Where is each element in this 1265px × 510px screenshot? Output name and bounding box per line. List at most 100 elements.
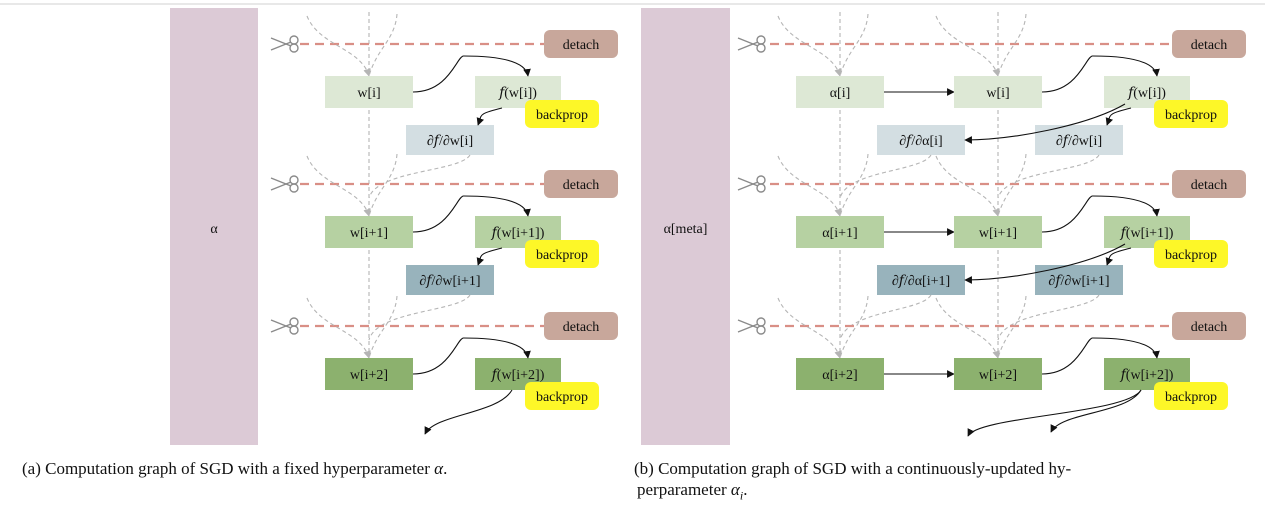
backprop-node: backprop [525,100,599,128]
alpha-node-bg [796,358,884,390]
backprop-node-bg [1154,100,1228,128]
detach-node-label: detach [563,38,600,53]
w-node-bg [954,216,1042,248]
f-node-label: 𝑓(w[i]) [498,86,537,101]
grad-w-node-bg [406,265,494,295]
grad-w-to-next-flow [997,154,1100,199]
scissors-icon-handle-bottom [289,325,299,335]
flow-curve-left [777,297,842,359]
scissors-icon-handle-top [289,35,299,45]
alpha-node-bg [796,216,884,248]
f-to-grad-w-arrow [476,247,503,266]
scissors-icon-handle-top [756,35,766,45]
w-node-label: w[i+1] [979,226,1017,241]
grad-w-node-bg [406,125,494,155]
scissors-icon-blade-bottom [737,323,759,333]
scissors-icon [737,317,766,335]
f-out-arrow [1050,389,1142,433]
detach-node-bg [544,312,618,340]
detach-node: detach [1172,170,1246,198]
w-node-label: w[i+1] [350,226,388,241]
detach-node: detach [544,30,618,58]
grad-w-node: ∂𝑓/∂w[i] [1035,125,1123,155]
scissors-icon-blade-top [270,37,292,47]
backprop-node-label: backprop [1165,248,1217,263]
backprop-node-bg [525,100,599,128]
w-to-f-arrow [1041,195,1160,233]
grad-w-node: ∂𝑓/∂w[i+1] [406,265,494,295]
backprop-node-label: backprop [536,390,588,405]
w-node: w[i] [954,76,1042,108]
backprop-node: backprop [525,240,599,268]
w-node-bg [325,358,413,390]
w-node: w[i+2] [954,358,1042,390]
f-to-grad-w-arrow [476,107,503,126]
scissors-icon [270,175,299,193]
caption-a: (a) Computation graph of SGD with a fixe… [22,458,447,479]
f-out-arrow [967,389,1142,437]
hyperparameter-label: α[meta] [664,222,708,237]
backprop-node: backprop [1154,382,1228,410]
alpha-node: α[i+2] [796,358,884,390]
hyperparameter-bar [170,8,258,445]
alpha-node-label: α[i+2] [822,368,857,383]
grad-alpha-node-bg [877,125,965,155]
grad-w-node: ∂𝑓/∂w[i+1] [1035,265,1123,295]
caption-a-end: . [443,459,448,478]
flow-curve-left [306,155,371,217]
grad-w-node-label: ∂𝑓/∂w[i] [1056,134,1102,149]
f-node-label: 𝑓(w[i]) [1127,86,1166,101]
alpha-node-bg [796,76,884,108]
panel-b-graph: α[meta] detach α[i] w[i] 𝑓(w[i]) backprop ∂𝑓/∂… [641,8,1246,445]
alpha-node-label: α[i+1] [822,226,857,241]
grad-alpha-node: ∂𝑓/∂α[i] [877,125,965,155]
scissors-icon-blade-top [737,319,759,329]
grad-alpha-to-next-flow [839,294,932,341]
alpha-node: α[i] [796,76,884,108]
alpha-node: α[i+1] [796,216,884,248]
detach-node: detach [544,170,618,198]
backprop-node-bg [525,240,599,268]
flow-curve-left [306,297,371,359]
flow-curve-left [935,15,1000,77]
grad-alpha-node-bg [877,265,965,295]
caption-b-end: . [743,480,748,499]
scissors-icon-handle-top [756,175,766,185]
f-out-arrow [424,389,513,435]
scissors-icon [270,317,299,335]
hyperparameter-bar [641,8,730,445]
w-node: w[i] [325,76,413,108]
scissors-icon-blade-top [270,177,292,187]
scissors-icon-blade-top [270,319,292,329]
detach-node-label: detach [563,320,600,335]
panel-a-graph: αdetachw[i]𝑓(w[i])backprop∂𝑓/∂w[i]detach… [170,8,618,445]
scissors-icon-handle-top [756,317,766,327]
scissors-icon [737,175,766,193]
scissors-icon [737,35,766,53]
grad-w-node-label: ∂𝑓/∂w[i+1] [1048,274,1109,289]
w-to-f-arrow [1041,337,1160,375]
detach-node-bg [544,170,618,198]
detach-node-label: detach [563,178,600,193]
backprop-node-bg [1154,382,1228,410]
scissors-icon-blade-bottom [270,323,292,333]
grad-w-to-next-flow [997,294,1100,341]
scissors-icon-handle-bottom [756,325,766,335]
f-to-grad-alpha-arrow [964,243,1126,284]
detach-node-bg [1172,170,1246,198]
caption-b-line2: perparameter αi. [634,479,1264,506]
caption-b-symbol: α [730,480,740,499]
grad-w-to-next-flow [368,154,471,199]
w-node-label: w[i+2] [979,368,1017,383]
detach-node-label: detach [1191,178,1228,193]
w-node-label: w[i] [357,86,380,101]
caption-b: (b) Computation graph of SGD with a cont… [634,458,1264,506]
backprop-node-bg [1154,240,1228,268]
w-to-f-arrow [1041,55,1160,93]
backprop-node-bg [525,382,599,410]
f-node: 𝑓(w[i+1]) [1104,216,1190,248]
w-node-bg [954,358,1042,390]
w-node-label: w[i+2] [350,368,388,383]
scissors-icon-blade-top [737,177,759,187]
computation-graph-figure: αdetachw[i]𝑓(w[i])backprop∂𝑓/∂w[i]detach… [0,3,1265,445]
